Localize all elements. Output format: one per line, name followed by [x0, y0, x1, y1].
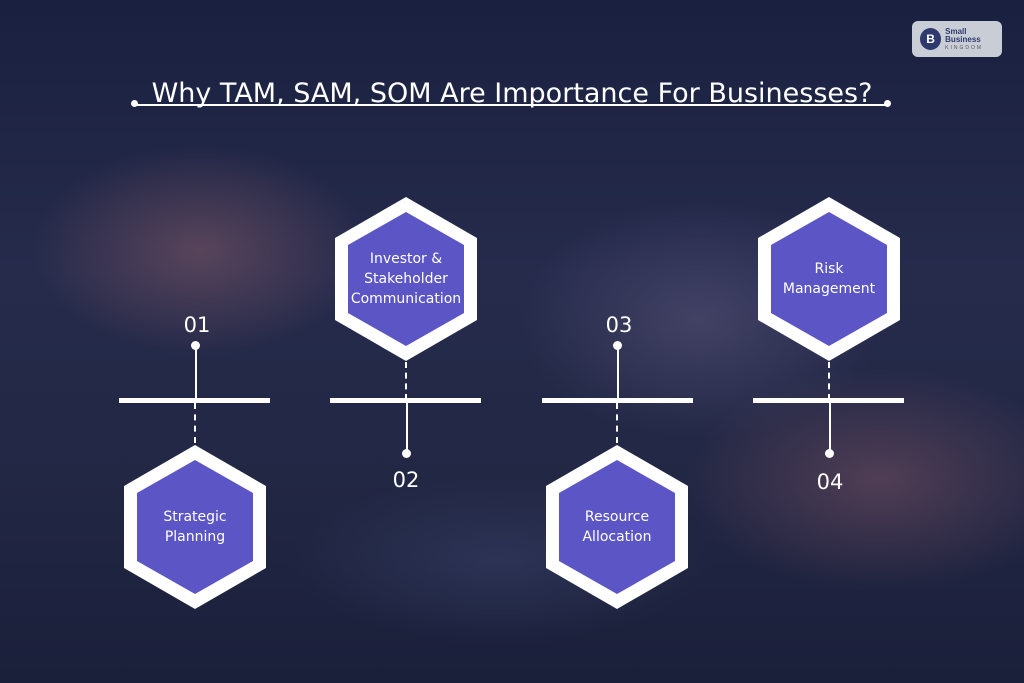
step-number-3: 03 — [605, 313, 633, 337]
page-title: Why TAM, SAM, SOM Are Importance For Bus… — [151, 78, 873, 109]
hexagon-shape-2 — [335, 197, 477, 361]
connector-node-4 — [825, 449, 834, 458]
title-underline — [134, 104, 888, 106]
connector-node-3 — [613, 341, 622, 350]
dashed-connector-1 — [194, 403, 196, 443]
hexagon-shape-3 — [546, 445, 688, 609]
connector-line-3 — [617, 348, 619, 400]
hexagon-label-2: Investor & Stakeholder Communication — [350, 251, 462, 307]
hexagon-shape-1 — [124, 445, 266, 609]
step-number-4: 04 — [816, 470, 844, 494]
timeline-segment-2 — [330, 398, 481, 403]
hexagon-label-3: Resource Allocation — [582, 509, 652, 545]
hexagon-shape-4 — [758, 197, 900, 361]
logo-text: Small Business KINGDOM — [945, 26, 1002, 51]
brand-logo: B Small Business KINGDOM — [912, 21, 1002, 57]
dashed-connector-3 — [616, 403, 618, 443]
connector-line-2 — [406, 403, 408, 453]
logo-text-line1: Small Business — [945, 26, 981, 44]
hexagon-label-1: Strategic Planning — [163, 509, 227, 545]
logo-text-line2: KINGDOM — [945, 44, 984, 51]
hexagon-card-2: Investor & Stakeholder Communication — [330, 193, 482, 365]
title-underline-dot-right — [884, 100, 891, 107]
hexagon-card-3: Resource Allocation — [541, 441, 693, 613]
hexagon-card-1: Strategic Planning — [119, 441, 271, 613]
dashed-connector-4 — [828, 362, 830, 400]
connector-node-1 — [191, 341, 200, 350]
hexagon-label-4: Risk Management — [782, 261, 876, 297]
step-number-1: 01 — [183, 313, 211, 337]
connector-line-1 — [195, 348, 197, 400]
timeline-segment-3 — [542, 398, 693, 403]
dashed-connector-2 — [405, 362, 407, 400]
step-number-2: 02 — [392, 468, 420, 492]
logo-mark: B — [920, 28, 942, 50]
connector-line-4 — [829, 403, 831, 453]
connector-node-2 — [402, 449, 411, 458]
title-underline-dot-left — [131, 100, 138, 107]
timeline-segment-1 — [119, 398, 270, 403]
timeline-segment-4 — [753, 398, 904, 403]
hexagon-card-4: Risk Management — [753, 193, 905, 365]
